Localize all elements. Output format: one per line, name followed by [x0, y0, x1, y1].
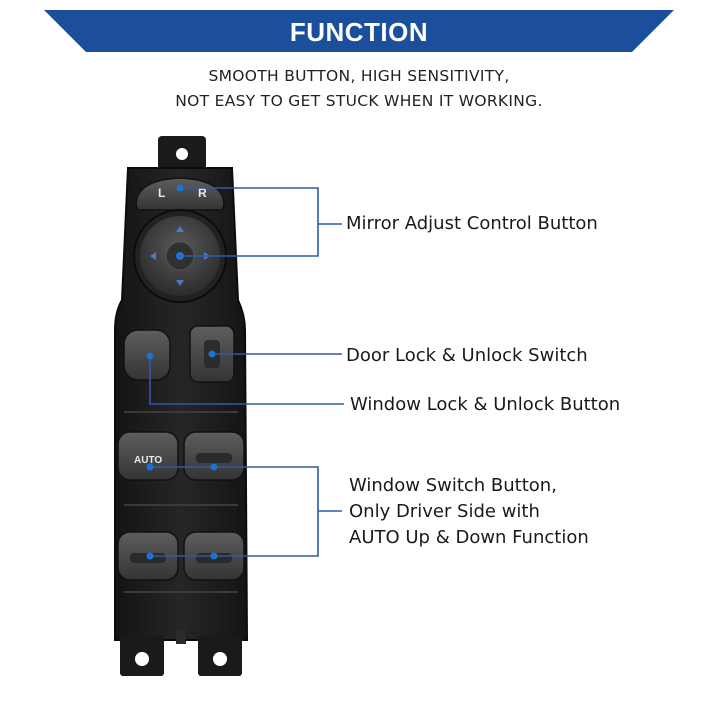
arrow-down-icon: [176, 280, 184, 286]
subtitle-line-1: SMOOTH BUTTON, HIGH SENSITIVITY,: [208, 67, 510, 85]
banner-shape: [44, 10, 674, 52]
mirror-right-label: R: [198, 186, 207, 200]
window-lock-callout-line: [149, 356, 344, 405]
arrow-up-icon: [176, 226, 184, 232]
window-switch-driver: [117, 431, 179, 481]
bottom-mount-tab-left: [120, 636, 164, 676]
switch-groove: [196, 453, 232, 463]
banner-title: FUNCTION: [289, 17, 429, 47]
window-switch-label-line-3: AUTO Up & Down Function: [349, 527, 589, 548]
auto-label: AUTO: [134, 455, 162, 466]
bottom-mount-tab-right: [198, 636, 242, 676]
mirror-callout-bracket: [180, 187, 319, 257]
bottom-clip: [176, 630, 186, 644]
window-switch-label-line-2: Only Driver Side with: [349, 501, 540, 522]
callout-lines: [149, 187, 344, 557]
mirror-adjust-label: Mirror Adjust Control Button: [346, 213, 598, 234]
mirror-left-label: L: [158, 186, 165, 200]
callout-dots: [146, 184, 218, 560]
header-banner: FUNCTION: [0, 10, 718, 52]
subtitle-line-2: NOT EASY TO GET STUCK WHEN IT WORKING.: [175, 92, 543, 110]
window-switch-label: Window Switch Button, Only Driver Side w…: [349, 473, 589, 551]
window-switch-label-line-1: Window Switch Button,: [349, 475, 557, 496]
mirror-selector-switch: [135, 177, 225, 211]
arrow-left-icon: [150, 252, 156, 260]
door-lock-label: Door Lock & Unlock Switch: [346, 345, 588, 366]
top-mount-tab: [158, 136, 206, 172]
window-lock-label: Window Lock & Unlock Button: [350, 394, 621, 415]
